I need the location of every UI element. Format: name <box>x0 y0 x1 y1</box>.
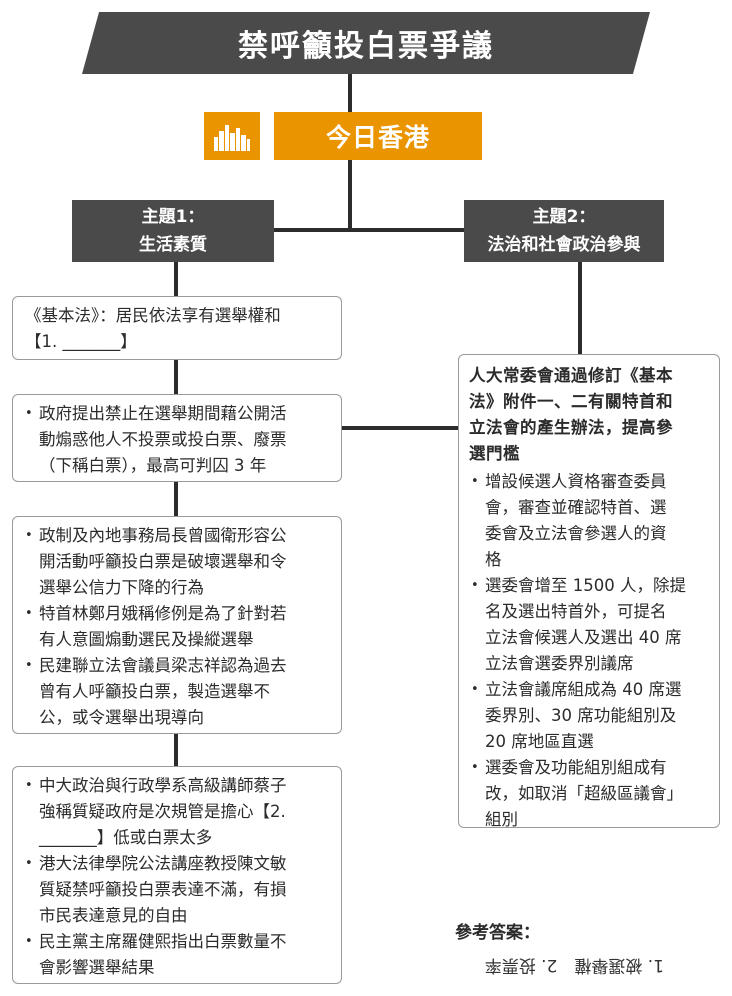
answers-title: 參考答案： <box>455 923 540 943</box>
connector-right-trunk <box>578 262 582 354</box>
npc-amendment-list: 增設候選人資格審查委員 會，審查並確認特首、選 委會及立法會參選人的資 格 選委… <box>469 469 709 833</box>
text-line: 市民表達意見的自由 <box>39 906 188 925</box>
text-line: 選委會增至 1500 人，除提 <box>485 576 686 595</box>
basic-law-line-2: 【1. _______】 <box>25 332 137 351</box>
connector-left-trunk-3 <box>174 482 178 516</box>
text-line: 中大政治與行政學系高級講師蔡子 <box>39 776 287 795</box>
text-line: 名及選出特首外，可提名 <box>485 602 667 621</box>
connector-left-trunk-2 <box>174 360 178 394</box>
skyline-icon <box>214 125 250 151</box>
banner-label: 今日香港 <box>325 123 430 152</box>
list-item: 立法會議席組成為 40 席選 委界別、30 席功能組別及 20 席地區直選 <box>469 677 709 755</box>
list-item: 選委會增至 1500 人，除提 名及選出特首外，可提名 立法會候選人及選出 40… <box>469 573 709 677</box>
critics-box: 中大政治與行政學系高級講師蔡子 強稱質疑政府是次規管是擔心【2. _______… <box>12 766 342 984</box>
connector-left-trunk-4 <box>174 734 178 766</box>
list-item: 民主黨主席羅健熙指出白票數量不 會影響選舉結果 <box>23 929 331 981</box>
basic-law-box: 《基本法》：居民依法享有選舉權和 【1. _______】 <box>12 296 342 360</box>
topic-2-number: 主題2： <box>532 207 596 227</box>
text-line: 立法會議席組成為 40 席選 <box>485 680 682 699</box>
answers-upside-down: 1. 被選舉權 2. 投票率 <box>484 955 664 975</box>
text-line: 委界別、30 席功能組別及 <box>485 706 677 725</box>
list-item: 特首林鄭月娥稱修例是為了針對若 有人意圖煽動選民及操縱選舉 <box>23 601 331 653</box>
connector-title-banner <box>348 74 352 112</box>
list-item: 民建聯立法會議員梁志祥認為過去 曾有人呼籲投白票，製造選舉不 公，或令選舉出現導… <box>23 653 331 731</box>
topic-1-box: 主題1： 生活素質 <box>72 200 274 262</box>
government-proposal-box: 政府提出禁止在選舉期間藉公開活 動煽惑他人不投票或投白票、廢票 （下稱白票），最… <box>12 394 342 482</box>
text-line: _______】低或白票太多 <box>39 828 213 847</box>
government-proposal-list: 政府提出禁止在選舉期間藉公開活 動煽惑他人不投票或投白票、廢票 （下稱白票），最… <box>23 401 331 479</box>
topic-1-number: 主題1： <box>141 207 205 227</box>
text-line: 選門檻 <box>469 444 520 463</box>
critics-list: 中大政治與行政學系高級講師蔡子 強稱質疑政府是次規管是擔心【2. _______… <box>23 773 331 981</box>
text-line: 格 <box>485 550 502 569</box>
connector-left-trunk-1 <box>174 262 178 296</box>
title-banner: 禁呼籲投白票爭議 <box>82 12 650 74</box>
list-item: 中大政治與行政學系高級講師蔡子 強稱質疑政府是次規管是擔心【2. _______… <box>23 773 331 851</box>
text-line: 特首林鄭月娥稱修例是為了針對若 <box>39 604 287 623</box>
supporters-list: 政制及內地事務局長曾國衛形容公 開活動呼籲投白票是破壞選舉和令 選舉公信力下降的… <box>23 523 331 731</box>
text-line: 質疑禁呼籲投白票表達不滿，有損 <box>39 880 287 899</box>
text-line: 港大法律學院公法講座教授陳文敏 <box>39 854 287 873</box>
npc-amendment-box: 人大常委會通過修訂《基本 法》附件一、二有關特首和 立法會的產生辦法，提高參 選… <box>458 354 720 829</box>
text-line: 組別 <box>485 810 518 829</box>
text-line: 開活動呼籲投白票是破壞選舉和令 <box>39 552 287 571</box>
text-line: 公，或令選舉出現導向 <box>39 708 204 727</box>
supporters-box: 政制及內地事務局長曾國衛形容公 開活動呼籲投白票是破壞選舉和令 選舉公信力下降的… <box>12 516 342 734</box>
text-line: 立法會選委界別議席 <box>485 654 634 673</box>
today-hk-banner: 今日香港 <box>274 112 482 160</box>
text-line: 增設候選人資格審查委員 <box>485 472 667 491</box>
topic-1-label: 生活素質 <box>139 235 207 255</box>
text-line: 政府提出禁止在選舉期間藉公開活 <box>39 404 287 423</box>
list-item: 港大法律學院公法講座教授陳文敏 質疑禁呼籲投白票表達不滿，有損 市民表達意見的自… <box>23 851 331 929</box>
list-item: 政制及內地事務局長曾國衛形容公 開活動呼籲投白票是破壞選舉和令 選舉公信力下降的… <box>23 523 331 601</box>
connector-cross <box>342 426 458 430</box>
basic-law-line-1: 《基本法》：居民依法享有選舉權和 <box>25 306 281 325</box>
text-line: 曾有人呼籲投白票，製造選舉不 <box>39 682 270 701</box>
text-line: 法》附件一、二有關特首和 <box>469 392 673 411</box>
connector-banner-branch <box>348 160 352 230</box>
text-line: 動煽惑他人不投票或投白票、廢票 <box>39 430 287 449</box>
text-line: 政制及內地事務局長曾國衛形容公 <box>39 526 287 545</box>
page-title: 禁呼籲投白票爭議 <box>238 29 494 64</box>
text-line: 會影響選舉結果 <box>39 958 155 977</box>
text-line: 選舉公信力下降的行為 <box>39 578 204 597</box>
text-line: 委會及立法會參選人的資 <box>485 524 667 543</box>
connector-branch-horizontal <box>272 228 466 232</box>
text-line: （下稱白票），最高可判囚 3 年 <box>39 456 267 475</box>
npc-amendment-heading: 人大常委會通過修訂《基本 法》附件一、二有關特首和 立法會的產生辦法，提高參 選… <box>469 363 709 467</box>
text-line: 立法會的產生辦法，提高參 <box>469 418 673 437</box>
text-line: 立法會候選人及選出 40 席 <box>485 628 682 647</box>
text-line: 選委會及功能組別組成有 <box>485 758 667 777</box>
text-line: 民建聯立法會議員梁志祥認為過去 <box>39 656 287 675</box>
banner-gap <box>260 112 274 160</box>
list-item: 選委會及功能組別組成有 改，如取消「超級區議會」 組別 <box>469 755 709 833</box>
text-line: 改，如取消「超級區議會」 <box>485 784 683 803</box>
text-line: 民主黨主席羅健熙指出白票數量不 <box>39 932 287 951</box>
text-line: 有人意圖煽動選民及操縱選舉 <box>39 630 254 649</box>
skyline-logo <box>204 112 260 160</box>
text-line: 會，審查並確認特首、選 <box>485 498 667 517</box>
list-item: 政府提出禁止在選舉期間藉公開活 動煽惑他人不投票或投白票、廢票 （下稱白票），最… <box>23 401 331 479</box>
list-item: 增設候選人資格審查委員 會，審查並確認特首、選 委會及立法會參選人的資 格 <box>469 469 709 573</box>
topic-2-label: 法治和社會政治參與 <box>487 235 641 255</box>
text-line: 20 席地區直選 <box>485 732 594 751</box>
topic-2-box: 主題2： 法治和社會政治參與 <box>464 200 664 262</box>
text-line: 強稱質疑政府是次規管是擔心【2. <box>39 802 286 821</box>
text-line: 人大常委會通過修訂《基本 <box>469 366 673 385</box>
